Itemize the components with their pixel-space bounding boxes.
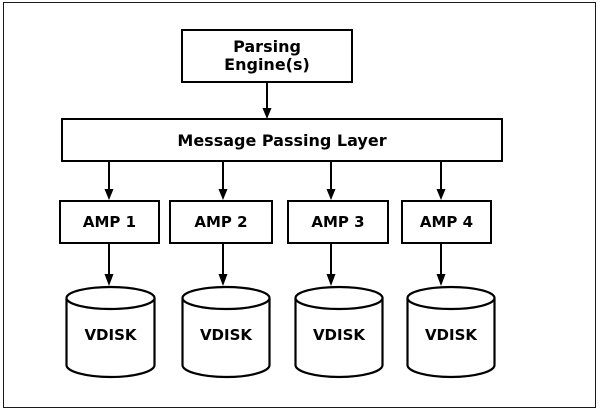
arrow-amp-1-to-vdisk-1 [102,244,116,286]
amp-box-1: AMP 1 [59,200,160,244]
amp-box-4: AMP 4 [401,200,492,244]
arrow-mpl-to-amp-1 [102,162,116,200]
vdisk-cylinder-1: VDISK [65,285,156,379]
parsing-engine-label-group: Parsing Engine(s) [224,36,310,75]
vdisk-cylinder-3: VDISK [294,285,384,379]
amp-box-2: AMP 2 [169,200,273,244]
arrow-mpl-to-amp-4 [434,162,448,200]
vdisk-cylinder-4: VDISK [406,285,496,379]
arrow-parsing-engine-to-mpl [260,83,274,119]
message-passing-layer-box: Message Passing Layer [61,118,503,162]
amp-box-3: AMP 3 [287,200,389,244]
arrow-amp-4-to-vdisk-4 [434,244,448,286]
amp-label-3: AMP 3 [311,213,365,231]
amp-label-1: AMP 1 [82,213,137,231]
arrow-mpl-to-amp-2 [216,162,230,200]
amp-label-2: AMP 2 [194,213,248,231]
parsing-engine-box: Parsing Engine(s) [181,29,353,83]
parsing-engine-label-line1: Parsing [233,36,301,56]
arrow-amp-2-to-vdisk-2 [216,244,230,286]
diagram-frame: Parsing Engine(s) Message Passing Layer [3,2,596,408]
amp-label-4: AMP 4 [419,213,474,231]
arrow-mpl-to-amp-3 [324,162,338,200]
arrow-amp-3-to-vdisk-3 [324,244,338,286]
vdisk-cylinder-2: VDISK [181,285,271,379]
parsing-engine-label-line2: Engine(s) [224,55,310,74]
message-passing-layer-label: Message Passing Layer [177,130,387,150]
